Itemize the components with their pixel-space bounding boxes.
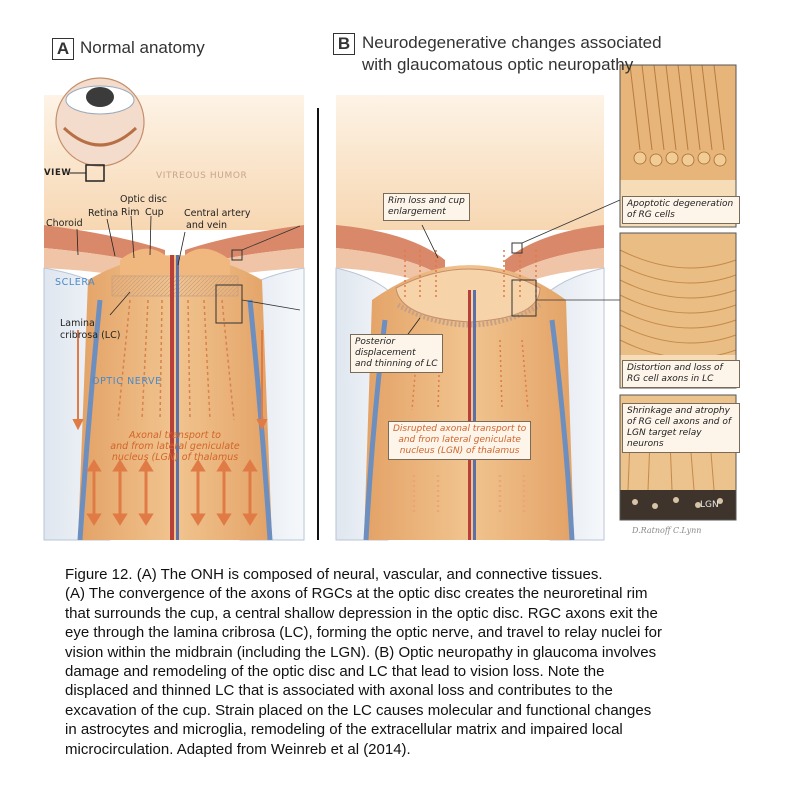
label-choroid: Choroid [46,218,83,229]
inset-shrinkage-line3: LGN target relay neurons [627,428,702,449]
label-axonal-1: Axonal transport to [129,430,221,441]
label-central-artery-1: Central artery [184,208,251,219]
label-central-artery-2: and vein [186,220,228,231]
optic-nerve [78,255,272,540]
panel-b-title-line2: with glaucomatous optic neuropathy [362,55,634,74]
inset-shrinkage-frame [619,394,737,521]
callout-disrupted-line2: and from lateral geniculate [398,435,521,445]
inset-shrinkage-line2: of RG cell axons and of [627,417,732,427]
panel-b-tag: B [333,33,355,55]
label-lamina-2: cribrosa (LC) [60,330,121,341]
label-view: VIEW [44,168,72,178]
inset-lgn-label: LGN [700,500,719,510]
inset-distortion-frame [619,232,737,389]
callout-rim-loss-line1: Rim loss and cup [388,196,465,206]
label-rim: Rim [121,207,140,218]
inset-apoptotic-line1: Apoptotic degeneration [627,199,734,209]
panel-a-title: Normal anatomy [80,38,205,57]
callout-rim-loss-line2: enlargement [388,207,446,217]
callout-posterior-displacement: Posterior displacement and thinning of L… [350,334,443,373]
lamina-cribrosa [111,275,239,297]
label-retina: Retina [88,208,119,219]
inset-shrinkage-line1: Shrinkage and atrophy [627,406,730,416]
inset-apoptotic-label: Apoptotic degeneration of RG cells [622,196,740,224]
inset-apoptotic-line2: of RG cells [627,210,675,220]
label-vitreous: VITREOUS HUMOR [156,171,248,181]
callout-disrupted-line3: nucleus (LGN) of thalamus [399,446,520,456]
callout-disrupted-line1: Disrupted axonal transport to [393,424,527,434]
central-vein [176,255,179,540]
callout-posterior-line3: and thinning of LC [355,359,438,369]
panel-a-transport-arrows [86,459,258,526]
label-optic-disc: Optic disc [120,194,167,205]
inset-distortion-line2: RG cell axons in LC [627,374,714,384]
inset-apoptotic-frame [619,64,737,228]
callout-rim-loss: Rim loss and cup enlargement [383,193,470,221]
label-sclera: SCLERA [55,277,96,288]
panel-b-title-line1: Neurodegenerative changes associated [362,33,662,52]
label-lamina-1: Lamina [60,318,95,329]
label-cup: Cup [145,207,164,218]
panel-a-tag: A [52,38,74,60]
figure-caption: Figure 12. (A) The ONH is composed of ne… [65,566,662,758]
label-axonal-2: and from lateral geniculate [110,441,240,452]
eye-globe [55,77,145,167]
inset-distortion-label: Distortion and loss of RG cell axons in … [622,360,740,388]
callout-disrupted-transport: Disrupted axonal transport to and from l… [388,421,532,460]
label-optic-nerve: OPTIC NERVE [92,376,162,387]
inset-shrinkage-label: Shrinkage and atrophy of RG cell axons a… [622,403,740,453]
artist-signature: D.Ratnoff C.Lynn [632,526,702,535]
panel-b-transport-arrows [388,475,550,515]
callout-posterior-line2: displacement [355,348,416,358]
label-axonal-3: nucleus (LGN) of thalamus [111,452,239,463]
inset-distortion-line1: Distortion and loss of [627,363,723,373]
callout-posterior-line1: Posterior [355,337,396,347]
central-artery [170,255,174,540]
